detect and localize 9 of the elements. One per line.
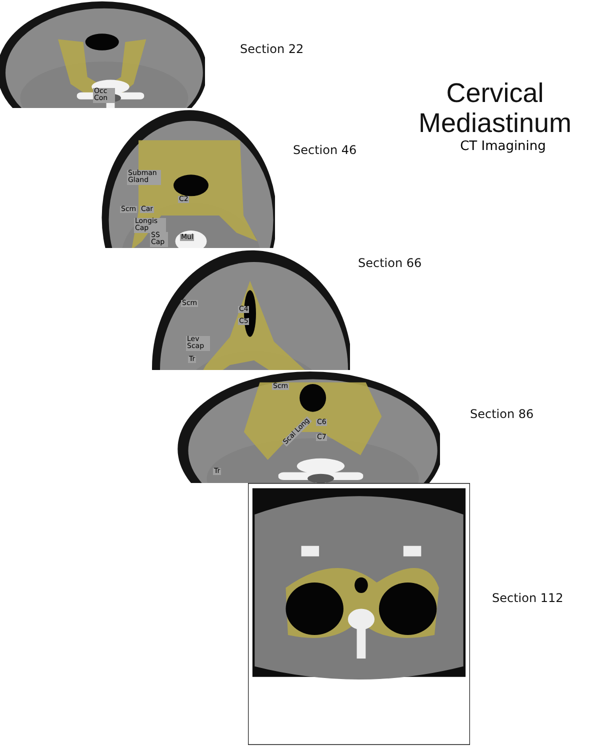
subtitle: CT Imagining [459, 140, 547, 154]
section-label: Section 112 [492, 591, 564, 605]
ct-scan-drawing [0, 0, 205, 108]
section-label: Section 22 [240, 42, 304, 56]
section-label: Section 86 [470, 407, 534, 421]
title: Cervical Mediastinum [417, 78, 573, 138]
section-label: Section 66 [358, 256, 422, 270]
section-label: Section 46 [293, 143, 357, 157]
ct-scan-drawing [248, 483, 470, 745]
